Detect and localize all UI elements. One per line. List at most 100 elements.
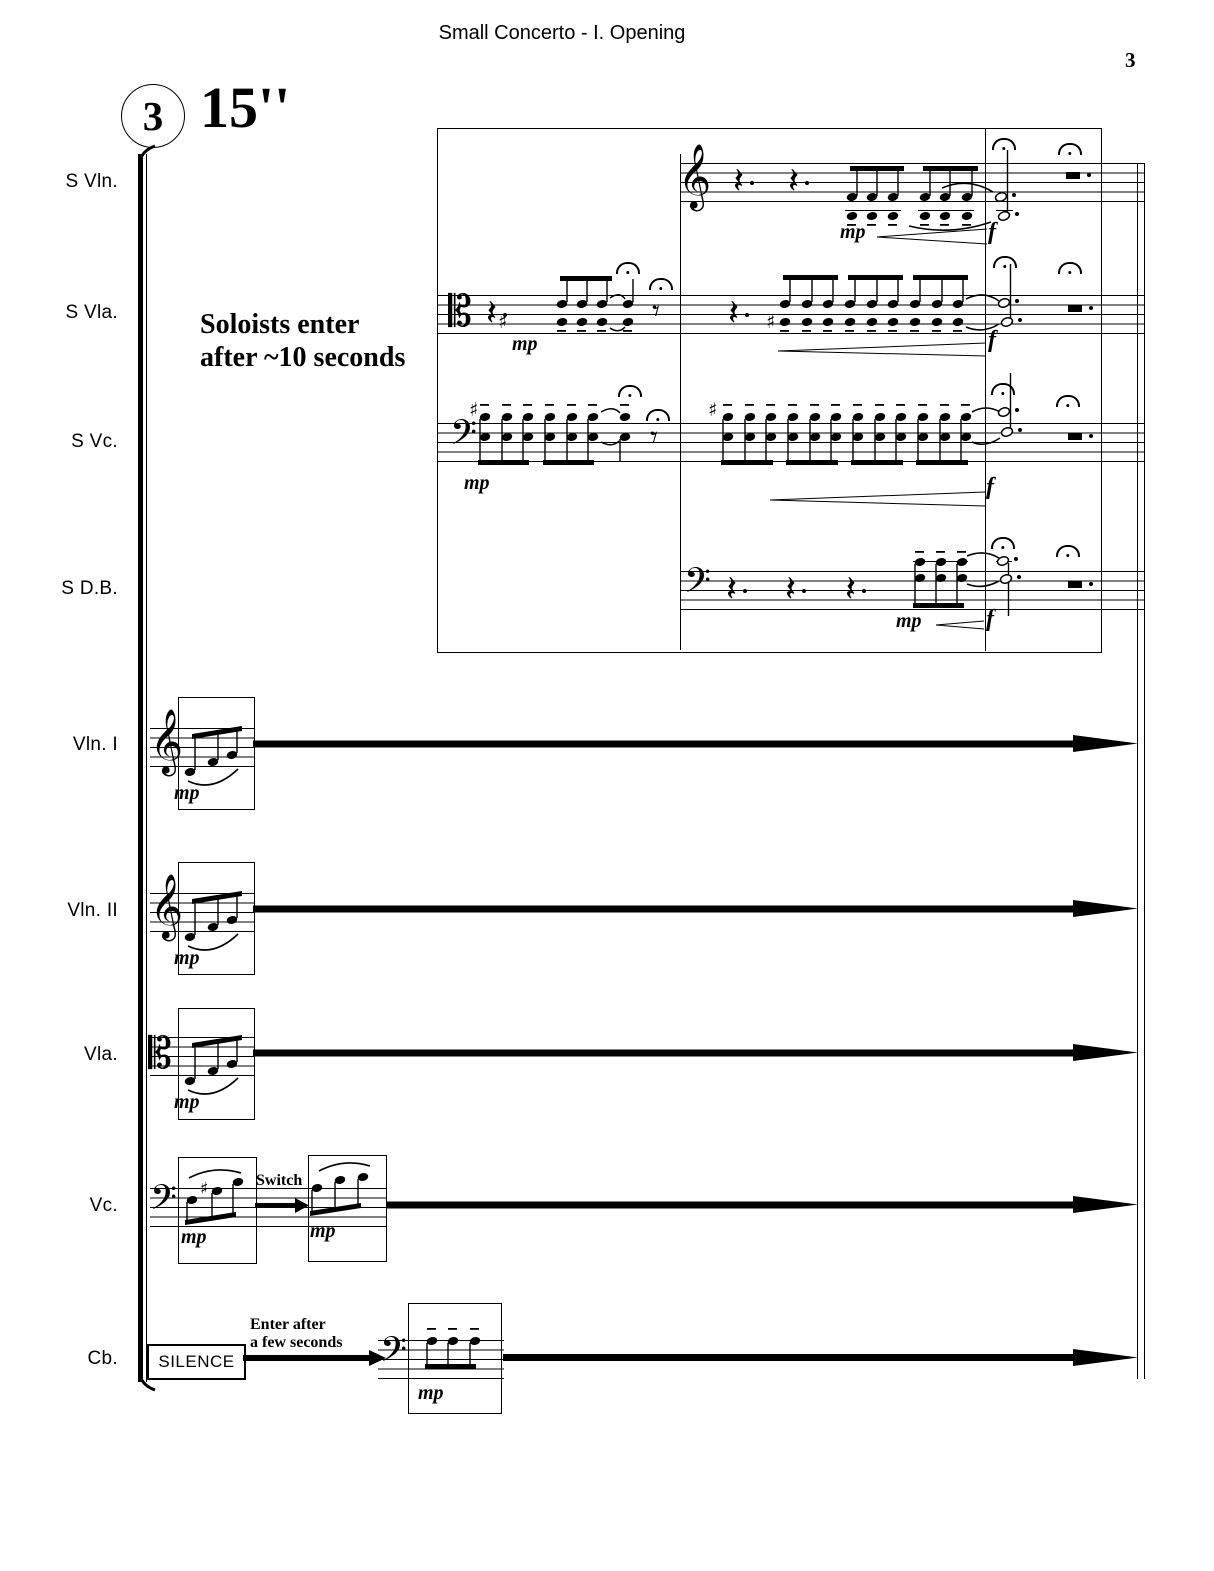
rest-dot — [802, 589, 806, 593]
dynamic-mp: mp — [512, 333, 538, 355]
staff-cb — [378, 1340, 504, 1379]
staff-label-cb: Cb. — [87, 1348, 118, 1369]
soloists-instruction: Soloists enter after ~10 seconds — [200, 308, 405, 374]
rest-dot — [862, 589, 866, 593]
fermata-icon — [1058, 143, 1082, 155]
system-bracket — [138, 154, 143, 1382]
staff-s-vln — [680, 163, 1145, 202]
s-vln-notes — [845, 150, 1019, 245]
dynamic-mp: mp — [174, 782, 200, 804]
fermata-icon — [992, 138, 1016, 150]
dynamic-f: f — [988, 219, 996, 245]
eighth-rest-icon: 𝄾 — [652, 294, 660, 329]
vln1-fragment-box — [178, 697, 255, 810]
rest-dot — [743, 589, 747, 593]
bracket-hooks — [139, 144, 156, 1392]
treble-clef-icon: 𝄞 — [678, 144, 712, 209]
quarter-rest-icon: 𝄽 — [726, 569, 738, 610]
soloists-instruction-line2: after ~10 seconds — [200, 342, 406, 373]
quarter-rest-icon: 𝄽 — [728, 293, 740, 334]
vc-fragment-notes-1 — [185, 1169, 245, 1225]
bass-clef-icon: 𝄢 — [684, 560, 712, 609]
staff-label-vln1: Vln. I — [72, 734, 118, 755]
fermata-icon — [649, 278, 673, 290]
soloists-instruction-line1: Soloists enter — [200, 309, 360, 340]
fermata-icon — [1058, 262, 1082, 274]
fermata-icon — [991, 383, 1015, 395]
dynamic-mp: mp — [174, 1091, 200, 1113]
staff-label-s-vln: S Vln. — [65, 171, 118, 192]
rehearsal-number: 3 — [142, 93, 164, 139]
cb-fragment-notes — [425, 1328, 482, 1370]
staff-label-vla: Vla. — [84, 1044, 118, 1065]
s-db-notes — [913, 551, 1021, 630]
treble-clef-icon: 𝄞 — [150, 874, 184, 939]
page-title: Small Concerto - I. Opening — [438, 22, 686, 44]
system-bracket-thin-line — [145, 154, 147, 1382]
quarter-rest-icon: 𝄽 — [785, 569, 797, 610]
page-number: 3 — [1125, 48, 1136, 72]
dynamic-mp: mp — [840, 221, 866, 243]
dynamic-mp: mp — [181, 1226, 207, 1248]
fermata-icon — [993, 256, 1017, 268]
quarter-rest-icon: 𝄽 — [788, 161, 800, 202]
dynamic-mp: mp — [174, 947, 200, 969]
fermata-icon — [1056, 545, 1080, 557]
rest-dot — [745, 313, 749, 317]
staff-label-vln2: Vln. II — [67, 900, 118, 921]
staff-s-vla — [437, 295, 1145, 334]
rest-dot — [805, 181, 809, 185]
rest-dot — [503, 313, 507, 317]
staff-s-db — [680, 571, 1145, 610]
dynamic-f: f — [988, 327, 996, 353]
dynamic-mp: mp — [896, 610, 922, 632]
vln2-fragment-box — [178, 862, 255, 975]
s-vc-notes — [478, 373, 1022, 507]
dynamic-f: f — [986, 606, 994, 632]
sharp-icon: ♯ — [200, 1179, 209, 1199]
rest-dot — [750, 181, 754, 185]
staff-label-s-vc: S Vc. — [71, 431, 118, 452]
vla-fragment-box — [178, 1008, 255, 1120]
inner-divider-line-right — [985, 128, 987, 651]
enter-after-line2: a few seconds — [250, 1334, 343, 1351]
vc-fragment-box-1 — [178, 1157, 257, 1264]
staff-s-vc — [437, 423, 1145, 462]
double-whole-rest — [1066, 172, 1080, 179]
silence-box: SILENCE — [147, 1344, 246, 1380]
sharp-icon: ♯ — [766, 311, 776, 333]
vln2-fragment-notes — [183, 891, 242, 951]
quarter-rest-icon: 𝄽 — [486, 293, 498, 334]
s-vla-notes — [555, 264, 1022, 357]
quarter-rest-icon: 𝄽 — [845, 569, 857, 610]
double-whole-rest — [1068, 433, 1082, 440]
final-barline-2 — [1143, 163, 1145, 1379]
sharp-icon: ♯ — [469, 399, 479, 421]
silence-label: SILENCE — [158, 1352, 235, 1371]
sharp-icon: ♯ — [498, 311, 508, 333]
final-barline-1 — [1136, 163, 1138, 1379]
staff-label-s-vla: S Vla. — [65, 302, 118, 323]
dynamic-mp: mp — [418, 1382, 444, 1404]
fermata-icon — [646, 409, 670, 421]
quarter-rest-icon: 𝄽 — [733, 161, 745, 202]
dynamic-mp: mp — [464, 472, 490, 494]
vla-fragment-notes — [183, 1035, 242, 1095]
rest-dot — [1087, 173, 1091, 177]
treble-clef-icon: 𝄞 — [150, 709, 184, 774]
inner-divider-line-left — [680, 154, 682, 650]
fermata-icon — [618, 385, 642, 397]
continuation-arrows — [243, 735, 1138, 1366]
dynamic-f: f — [986, 474, 994, 500]
bass-clef-icon: 𝄢 — [450, 412, 478, 461]
sharp-icon: ♯ — [708, 399, 718, 421]
fermata-icon — [991, 537, 1015, 549]
enter-after-instruction: Enter after a few seconds — [250, 1316, 342, 1352]
bass-clef-icon: 𝄢 — [150, 1177, 178, 1226]
dynamic-mp: mp — [310, 1220, 336, 1242]
eighth-rest-icon: 𝄾 — [650, 420, 658, 455]
bass-clef-icon: 𝄢 — [380, 1329, 408, 1378]
duration-text: 15'' — [200, 75, 291, 140]
